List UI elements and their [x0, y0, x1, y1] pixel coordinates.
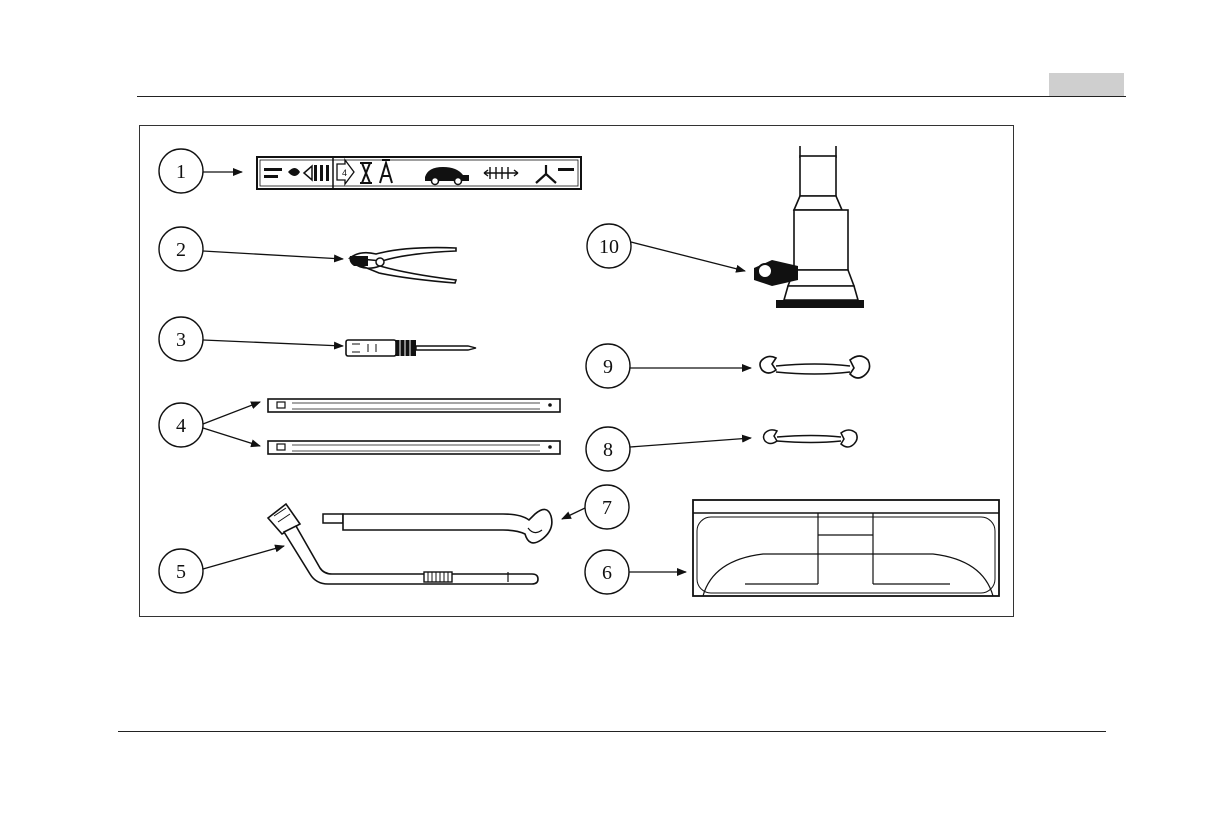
jack-handle-extension-lower — [268, 441, 560, 454]
callout-6: 6 — [585, 550, 686, 594]
tool-roll-label: 4 — [257, 157, 581, 189]
callout-4: 4 — [159, 402, 260, 447]
jack-handle-extension-upper — [268, 399, 560, 412]
hook-rod — [323, 509, 552, 542]
pliers — [350, 248, 457, 283]
callout-8: 8 — [586, 427, 751, 471]
callout-7-arrow — [562, 508, 585, 519]
callout-4-arrow-upper — [203, 402, 260, 424]
bottle-jack — [754, 146, 864, 308]
callout-1-number: 1 — [176, 161, 186, 183]
callout-4-arrow-lower — [203, 428, 260, 446]
callout-3: 3 — [159, 317, 343, 361]
label-step-number: 4 — [342, 168, 347, 178]
small-open-end-spanner — [764, 430, 858, 447]
callout-3-number: 3 — [176, 329, 186, 351]
callout-9: 9 — [586, 344, 751, 388]
screwdriver — [346, 340, 476, 356]
tool-bag — [693, 500, 999, 596]
callout-5-number: 5 — [176, 561, 186, 583]
callout-2: 2 — [159, 227, 343, 271]
callout-8-number: 8 — [603, 439, 613, 461]
callout-2-arrow — [203, 251, 343, 259]
callout-10: 10 — [587, 224, 745, 271]
callout-10-arrow — [631, 242, 745, 271]
callout-7: 7 — [562, 485, 629, 529]
callout-5: 5 — [159, 546, 284, 593]
callout-5-arrow — [203, 546, 284, 569]
callout-8-arrow — [630, 438, 751, 447]
callout-3-arrow — [203, 340, 343, 346]
callout-9-number: 9 — [603, 356, 613, 378]
callout-6-number: 6 — [602, 562, 612, 584]
callout-2-number: 2 — [176, 239, 186, 261]
callout-1: 1 — [159, 149, 242, 193]
label-bar-icon — [264, 168, 282, 171]
callout-7-number: 7 — [602, 497, 612, 519]
callout-4-number: 4 — [176, 415, 186, 437]
callout-10-number: 10 — [599, 236, 619, 258]
open-end-spanner — [760, 356, 870, 378]
